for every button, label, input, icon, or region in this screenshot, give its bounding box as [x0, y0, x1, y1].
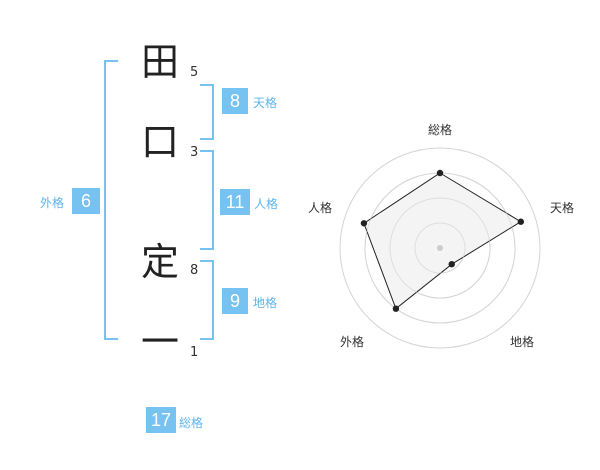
radar-ring-overlay-1 [414, 222, 466, 274]
tenkaku-bracket [200, 84, 214, 140]
radar-axis-label-tenkaku: 天格 [550, 201, 575, 215]
radar-ring-overlay-2 [389, 197, 491, 299]
gaikaku-bracket [104, 60, 118, 340]
radar-data-polygon [363, 172, 522, 310]
radar-axis-label-gaikaku: 外格 [340, 335, 365, 349]
soukaku-value-badge: 17 [146, 407, 176, 433]
stroke-count-4: 1 [190, 345, 199, 360]
radar-center-point [437, 245, 443, 251]
gaikaku-value-badge: 6 [72, 188, 100, 214]
name-char-4: 一 [140, 320, 179, 364]
chikaku-label: 地格 [253, 296, 278, 310]
name-char-3: 定 [140, 240, 179, 284]
stroke-count-2: 3 [190, 145, 199, 160]
name-char-1: 田 [140, 40, 179, 84]
chikaku-value-badge: 9 [222, 288, 248, 314]
jinkaku-bracket [200, 150, 214, 250]
soukaku-label: 総格 [179, 416, 204, 430]
radar-point-4 [392, 305, 400, 312]
radar-axis-label-soukaku: 総格 [428, 123, 453, 137]
jinkaku-label: 人格 [254, 197, 279, 211]
gaikaku-label: 外格 [40, 196, 65, 210]
name-char-2: 口 [140, 120, 179, 164]
radar-point-3 [448, 260, 455, 268]
stroke-count-1: 5 [190, 65, 199, 80]
radar-point-5 [360, 220, 368, 227]
tenkaku-value-badge: 8 [222, 88, 248, 114]
radar-point-2 [517, 218, 525, 225]
tenkaku-label: 天格 [253, 96, 278, 110]
jinkaku-value-badge: 11 [220, 189, 250, 215]
radar-axis-label-chikaku: 地格 [510, 335, 535, 349]
chikaku-bracket [200, 260, 214, 340]
stroke-count-3: 8 [190, 263, 199, 278]
radar-point-1 [436, 169, 444, 177]
radar-axis-label-jinkaku: 人格 [308, 201, 333, 215]
